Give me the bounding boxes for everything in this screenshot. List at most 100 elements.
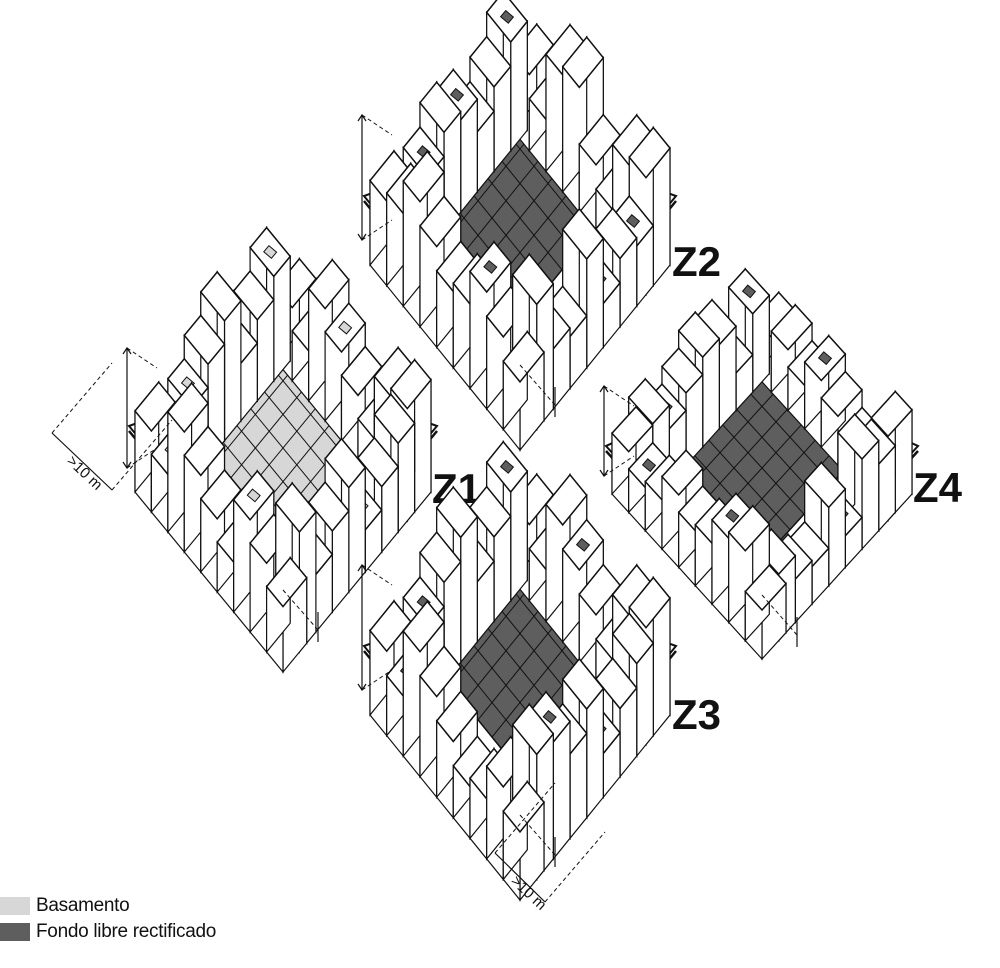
building-roof <box>419 531 462 584</box>
building <box>836 412 880 551</box>
dimension-leader <box>361 219 393 241</box>
building-roof <box>660 347 704 395</box>
building-face <box>510 19 528 153</box>
roof-opening <box>338 320 353 335</box>
building-roof <box>419 195 462 248</box>
roof-opening <box>263 245 278 259</box>
roof-opening <box>725 508 740 523</box>
roof-opening <box>499 459 515 474</box>
building-roof <box>628 126 671 179</box>
building-roof <box>595 657 638 710</box>
dimension-leader <box>361 114 393 136</box>
legend-label-fondo: Fondo libre rectificado <box>36 921 217 942</box>
dimension-leader <box>361 669 393 691</box>
zone-label-z2: Z2 <box>672 238 721 285</box>
legend: Basamento Fondo libre rectificado <box>0 893 300 945</box>
building-roof <box>340 345 383 397</box>
building-roof <box>628 576 671 629</box>
roof-opening <box>483 259 498 274</box>
building-roof <box>677 311 721 359</box>
building-roof <box>274 482 317 534</box>
building-roof <box>578 563 621 616</box>
building-roof <box>511 703 555 756</box>
building-roof <box>265 556 308 608</box>
building-roof <box>307 481 350 533</box>
building-roof <box>870 390 914 438</box>
building-roof <box>561 36 605 89</box>
building-roof <box>166 382 209 434</box>
dimension-leader <box>111 419 173 491</box>
building <box>744 563 788 661</box>
building-roof <box>770 303 814 351</box>
building-face <box>460 515 478 665</box>
building-roof <box>183 425 226 477</box>
building-roof <box>324 437 367 489</box>
legend-swatch-basamento <box>0 897 30 915</box>
dimension-leader <box>282 589 319 631</box>
building-roof <box>611 612 655 665</box>
building-face <box>510 469 528 603</box>
roof-opening <box>817 351 833 366</box>
building-roof <box>744 564 788 612</box>
building-roof <box>595 207 638 260</box>
building-roof <box>511 253 555 306</box>
building-roof <box>357 436 400 488</box>
building <box>502 330 545 452</box>
dimension-leader <box>51 362 113 434</box>
building-face <box>586 686 604 820</box>
building-roof <box>134 381 177 433</box>
building-roof <box>803 461 847 509</box>
dimension-label-z1: >10 m <box>63 452 105 493</box>
building-roof <box>435 690 479 743</box>
building-face <box>348 465 366 594</box>
building <box>502 780 545 902</box>
building-roof <box>435 486 479 539</box>
building-roof <box>660 449 704 497</box>
building-roof <box>502 330 545 384</box>
legend-swatch-fondo <box>0 923 30 941</box>
building-roof <box>389 358 432 410</box>
dimension-leader <box>126 347 158 369</box>
dimension-leader <box>519 364 556 406</box>
roof-opening <box>641 458 657 473</box>
roof-opening <box>499 9 515 24</box>
building-roof <box>727 504 771 552</box>
roof-opening <box>246 488 261 503</box>
block-z3: Z3>10 m <box>357 440 721 914</box>
building-roof <box>419 81 462 134</box>
building-roof <box>469 35 512 89</box>
legend-label-basamento: Basamento <box>36 895 130 916</box>
dimension-leader <box>361 564 393 586</box>
building-face <box>586 236 604 370</box>
block-z2: Z2 <box>357 0 721 452</box>
width-arrow <box>494 852 546 903</box>
building-roof <box>419 645 462 698</box>
building-roof <box>578 113 621 166</box>
roof-opening <box>542 709 557 724</box>
building-face <box>223 299 242 443</box>
building-roof <box>502 780 545 834</box>
block-z4: Z4 <box>599 267 963 661</box>
building-roof <box>232 269 275 321</box>
building-roof <box>373 393 416 445</box>
dimension-leader <box>494 782 556 854</box>
building-roof <box>545 473 588 527</box>
building-face <box>273 254 291 383</box>
building-roof <box>610 405 654 453</box>
building <box>265 556 308 674</box>
building-roof <box>369 599 412 653</box>
building-roof <box>836 413 880 461</box>
dimension-leader <box>519 814 556 856</box>
dimension-leader <box>603 385 635 407</box>
zone-label-z3: Z3 <box>672 691 721 738</box>
roof-opening <box>741 284 757 299</box>
building-roof <box>307 258 350 310</box>
width-arrow <box>51 432 113 491</box>
dimension-leader <box>761 594 798 636</box>
building-face <box>552 719 571 861</box>
legend-item-basamento: Basamento <box>0 893 300 919</box>
roof-opening <box>449 87 465 102</box>
roof-opening <box>575 537 591 552</box>
building-roof <box>561 207 605 261</box>
